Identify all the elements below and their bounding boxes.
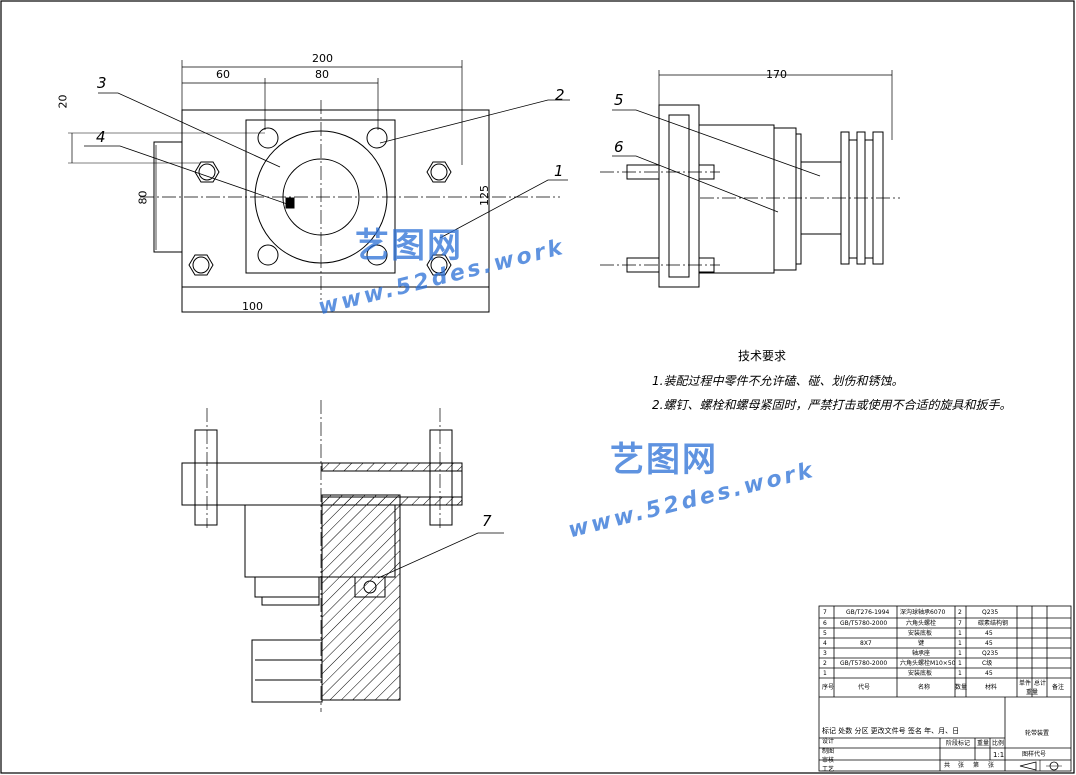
title-block [818,605,1072,772]
bom-qty: 1 [958,670,962,677]
bom-qty: 7 [958,620,962,627]
side-view [600,70,900,288]
top-view [68,60,570,313]
bom-header-qty: 数量 [955,684,968,691]
dim-80-left: 80 [136,190,150,205]
bom-qty: 2 [958,609,962,616]
bom-material: 碳素结构钢 [978,620,1009,627]
bom-no: 2 [823,660,827,667]
bom-name: 六角头螺栓 [906,620,937,627]
dim-80-top: 80 [315,68,329,81]
bom-name: 安装底板 [908,630,933,637]
bom-code: GB/T5780-2000 [840,660,888,667]
dim-100: 100 [242,300,263,313]
tb-sheet-no: 第 [973,762,980,769]
balloon-5: 5 [614,91,624,109]
dim-20: 20 [56,94,70,109]
balloon-2: 2 [555,86,565,104]
balloon-4: 4 [96,128,106,146]
tb-scale-value: 1:1 [993,751,1005,759]
bom-qty: 1 [958,630,962,637]
bom-no: 6 [823,620,827,627]
bom-header-no: 序号 [822,684,835,691]
bom-header-name: 名称 [918,684,931,691]
tb-drawing-title: 轮带装置 [1025,730,1050,737]
balloon-1: 1 [554,162,564,180]
balloon-6: 6 [614,138,624,156]
section-view [181,400,504,712]
bom-material: C级 [982,660,993,667]
tb-sheet-label2: 张 [988,762,995,769]
tech-req-line-2: 2.螺钉、螺栓和螺母紧固时，严禁打击或使用不合适的旋具和扳手。 [652,398,1012,412]
bom-name: 键 [918,640,925,647]
tb-stage-mark: 阶段标记 [946,740,971,747]
balloon-3: 3 [97,74,107,92]
bom-no: 3 [823,650,827,657]
bom-material: 45 [985,630,993,637]
tech-req-title: 技术要求 [738,349,787,363]
tb-sheet-total: 共 [944,762,951,769]
watermark-cn-1: 艺图网 [355,226,463,266]
tb-scale: 比例 [992,740,1005,747]
bom-header-weight: 重量 [1026,689,1039,696]
bom-header-total: 总计 [1034,680,1047,687]
bom-material: Q235 [982,609,999,616]
watermark-cn-2: 艺图网 [610,440,718,480]
bom-header-single: 单件 [1019,680,1032,687]
tb-drawing-number: 图样代号 [1022,751,1047,758]
bom-qty: 1 [958,650,962,657]
balloon-7: 7 [482,512,492,530]
dim-200: 200 [312,52,333,65]
bom-code: 8X7 [860,640,872,647]
bom-no: 4 [823,640,827,647]
bom-no: 7 [823,609,827,616]
dim-170: 170 [766,68,787,81]
bom-header-material: 材料 [985,684,998,691]
bearing-housing-square [245,119,396,274]
bom-qty: 1 [958,660,962,667]
tech-req-line-1: 1.装配过程中零件不允许磕、碰、划伤和锈蚀。 [652,374,904,388]
tb-draw: 制图 [822,748,835,755]
bom-name: 六角头螺栓M10×50 [900,660,956,667]
bom-name: 轴承座 [912,650,931,657]
bom-code: GB/T276-1994 [846,609,890,616]
bom-code: GB/T5780-2000 [840,620,888,627]
tb-weight: 重量 [977,740,990,747]
tb-sheet-label: 张 [958,762,965,769]
tb-process: 工艺 [822,766,835,773]
bom-no: 1 [823,670,827,677]
bom-header-remark: 备注 [1052,684,1065,691]
bom-name: 安装底板 [908,670,933,677]
tb-revision-labels: 标记 处数 分区 更改文件号 签名 年、月、日 [822,727,960,735]
tb-design: 设计 [822,738,835,745]
bom-header-code: 代号 [858,684,871,691]
projection-symbol-icon [1019,761,1062,771]
bom-material: 45 [985,670,993,677]
bom-name: 深沟球轴承6070 [900,609,946,616]
dim-125: 125 [478,185,491,206]
dim-60: 60 [216,68,230,81]
bom-qty: 1 [958,640,962,647]
bom-material: Q235 [982,650,999,657]
bom-no: 5 [823,630,827,637]
tb-check: 审核 [822,757,835,764]
bom-material: 45 [985,640,993,647]
